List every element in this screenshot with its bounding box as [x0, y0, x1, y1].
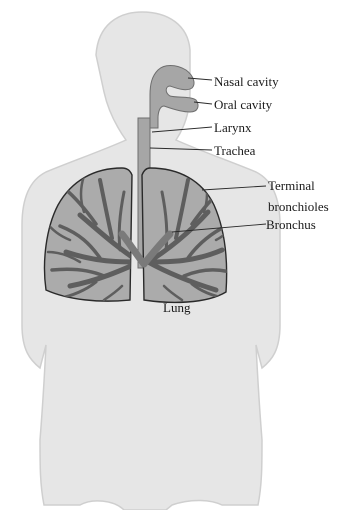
- label-bronchioles: bronchioles: [268, 199, 329, 214]
- label-nasal-cavity: Nasal cavity: [214, 74, 279, 89]
- label-larynx: Larynx: [214, 120, 252, 135]
- label-lung: Lung: [163, 300, 191, 315]
- label-trachea: Trachea: [214, 143, 256, 158]
- label-terminal: Terminal: [268, 178, 315, 193]
- label-bronchus: Bronchus: [266, 217, 316, 232]
- label-oral-cavity: Oral cavity: [214, 97, 273, 112]
